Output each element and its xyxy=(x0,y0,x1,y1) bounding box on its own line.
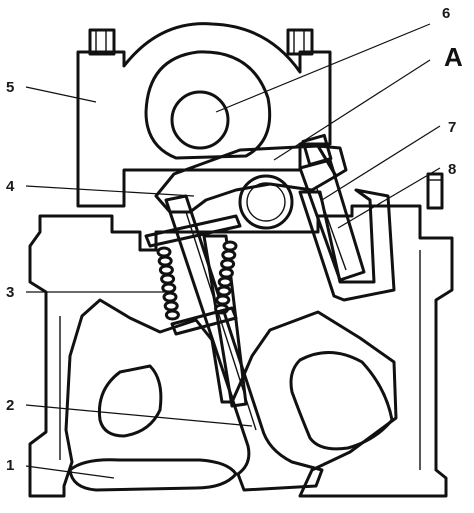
rocker-arm xyxy=(154,144,348,214)
callout-4: 4 xyxy=(6,178,15,195)
spring-coil xyxy=(216,285,232,297)
spring-coil xyxy=(160,273,176,285)
hydraulic-lash-adjuster xyxy=(298,133,366,282)
callout-2: 2 xyxy=(6,397,14,414)
lash-adjuster-bore xyxy=(298,188,396,302)
leader-6 xyxy=(215,23,431,113)
callout-7: 7 xyxy=(448,119,456,136)
callout-8: 8 xyxy=(448,161,456,178)
rocker-shaft xyxy=(238,174,294,230)
valve xyxy=(164,194,324,492)
leader-8 xyxy=(337,167,441,229)
spring-coil xyxy=(162,291,178,303)
leader-5 xyxy=(25,86,97,103)
spring-coil xyxy=(222,240,238,252)
spring-coil xyxy=(218,267,234,279)
callout-1: 1 xyxy=(6,457,14,474)
spring-coil xyxy=(215,294,231,306)
view-label: A xyxy=(444,42,463,72)
spring-coil xyxy=(163,300,179,312)
valve-spring xyxy=(144,214,242,336)
leader-7 xyxy=(321,125,441,201)
spring-coil xyxy=(157,255,173,267)
spring-coil xyxy=(217,276,233,288)
callout-6: 6 xyxy=(442,5,450,22)
leader-4 xyxy=(25,185,195,197)
callout-labels: 1 2 3 4 5 6 7 8 A xyxy=(6,5,463,474)
spring-coil xyxy=(220,258,236,270)
leader-2 xyxy=(25,404,253,427)
spring-coil xyxy=(164,309,180,321)
spring-coil xyxy=(158,264,174,276)
camshaft xyxy=(170,90,230,150)
camshaft-housing xyxy=(76,22,332,208)
cylinder-head-casting xyxy=(28,204,454,498)
spring-coil xyxy=(156,246,172,258)
leader-1 xyxy=(25,465,115,479)
leader-lines xyxy=(25,23,441,479)
leader-6b xyxy=(273,59,431,161)
spring-coil xyxy=(221,249,237,261)
head-stud xyxy=(426,172,444,210)
spring-coil xyxy=(161,282,177,294)
callout-5: 5 xyxy=(6,79,14,96)
valve-guide xyxy=(202,234,248,408)
callout-3: 3 xyxy=(6,284,14,301)
